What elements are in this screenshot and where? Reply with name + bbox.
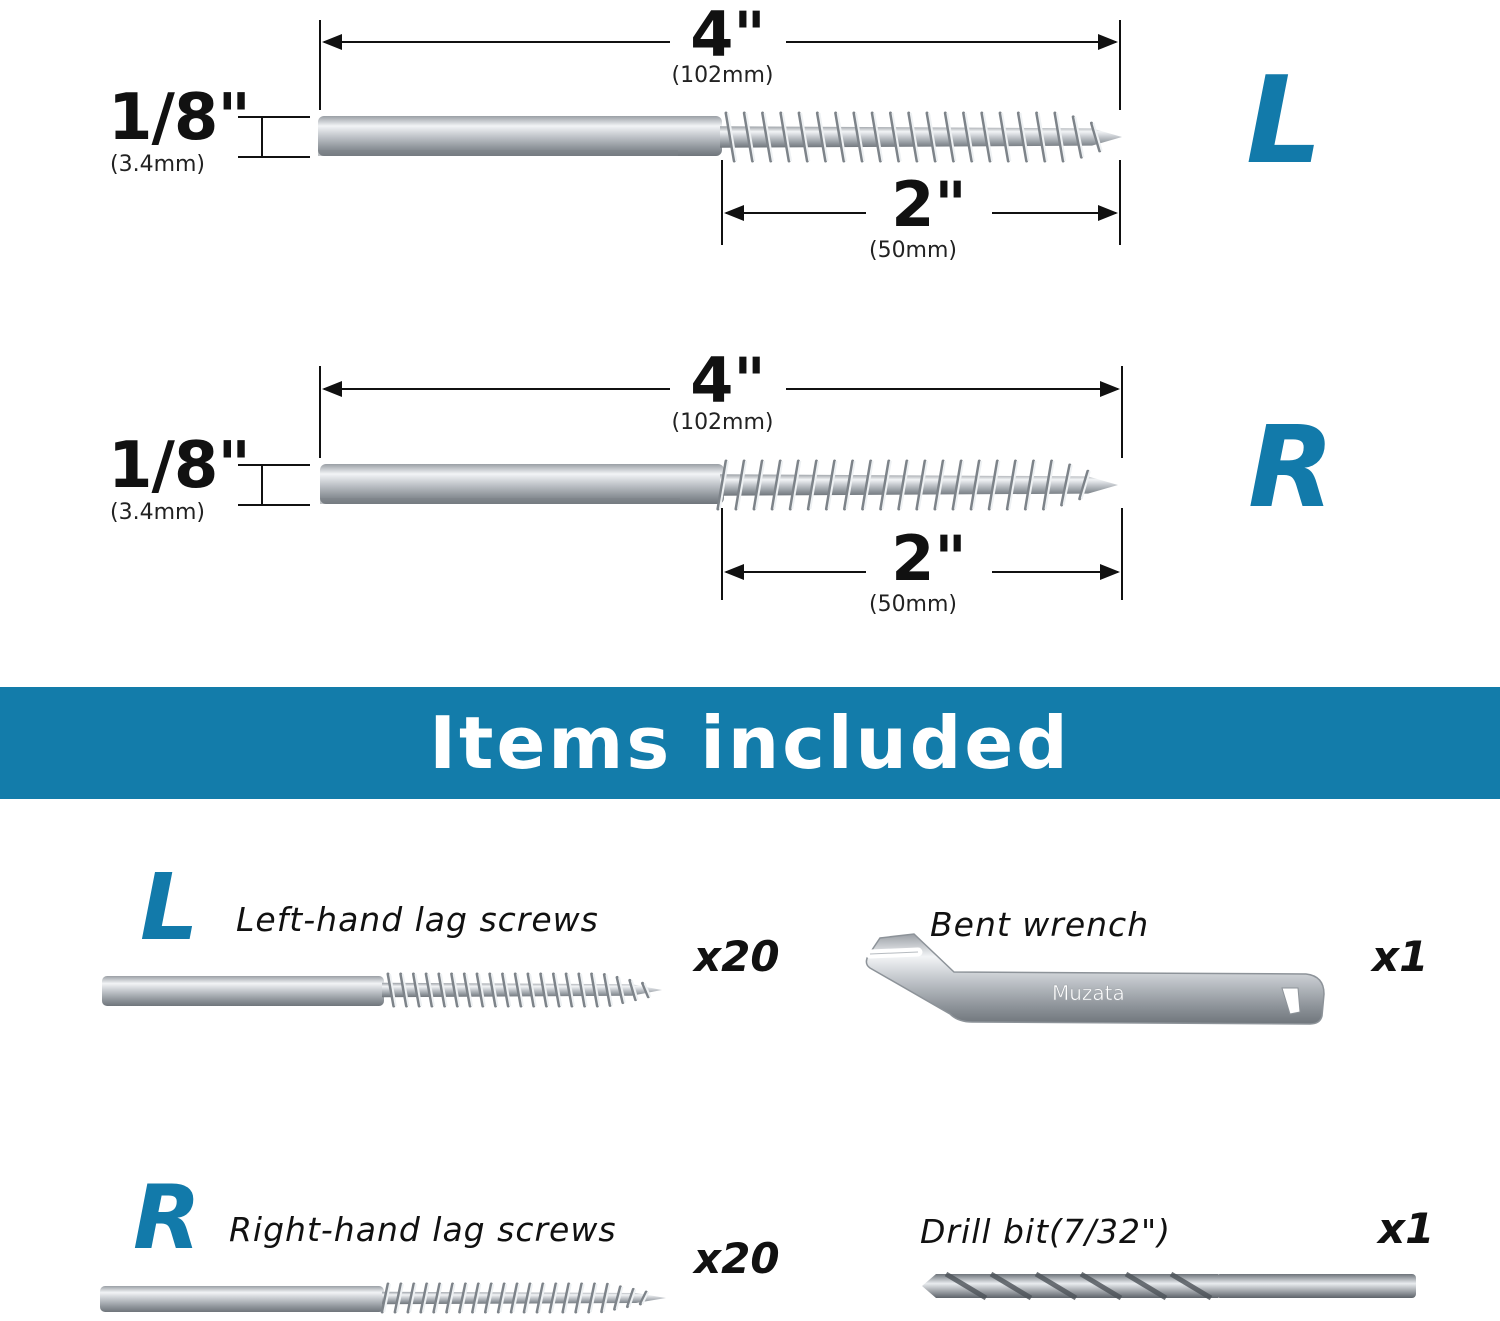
- item-right-hand-name: Right-hand lag screws: [229, 1210, 617, 1249]
- screw-l-thread-length: 2": [866, 174, 992, 236]
- screw-l-thread-length-mm: (50mm): [868, 238, 958, 263]
- screw-r-diameter: 1/8": [108, 429, 251, 503]
- screw-l-total-length-mm: (102mm): [671, 63, 774, 88]
- screw-l-diameter-mm: (3.4mm): [110, 152, 206, 177]
- item-bent-wrench-qty: x1: [1372, 932, 1429, 981]
- screw-r-total-length: 4": [670, 350, 786, 412]
- right-hand-lag-screw-thumbnail: [100, 1282, 666, 1314]
- item-bent-wrench-name: Bent wrench: [930, 905, 1150, 944]
- screw-l-total-length: 4": [670, 4, 786, 66]
- screw-r-total-length-mm: (102mm): [671, 410, 774, 435]
- item-left-hand-qty: x20: [694, 932, 780, 981]
- banner-title: Items included: [429, 701, 1071, 785]
- screw-l-diagram: 4" (102mm) 2" (50mm) 1/8" (3.4mm) L: [0, 0, 1500, 320]
- item-right-hand-badge: R: [133, 1166, 201, 1269]
- items-included-banner: Items included: [0, 687, 1500, 799]
- drill-bit-image: [922, 1271, 1416, 1301]
- item-left-hand-badge: L: [140, 854, 199, 961]
- screw-l-label: L: [1246, 52, 1323, 191]
- screw-r-diagram: 4" (102mm) 2" (50mm) 1/8" (3.4mm) R: [0, 340, 1500, 640]
- screw-r-diameter-mm: (3.4mm): [110, 500, 206, 525]
- item-drill-bit: Drill bit(7/32") x1: [850, 1160, 1470, 1321]
- item-left-hand-name: Left-hand lag screws: [236, 900, 599, 939]
- wrench-engraving: Muzata: [1052, 981, 1125, 1005]
- right-hand-lag-screw-image: [320, 459, 1118, 511]
- screw-l-diameter: 1/8": [108, 81, 251, 155]
- item-drill-bit-qty: x1: [1378, 1204, 1435, 1253]
- item-right-hand-screws: R Right-hand lag screws x20: [0, 1160, 790, 1321]
- item-drill-bit-name: Drill bit(7/32"): [920, 1212, 1172, 1251]
- screw-r-label: R: [1248, 403, 1335, 533]
- screw-r-thread-length-mm: (50mm): [868, 592, 958, 617]
- screw-r-thread-length: 2": [866, 528, 992, 590]
- left-hand-lag-screw-image: [318, 111, 1122, 163]
- item-bent-wrench: Bent wrench x1 Muzata: [850, 800, 1470, 1050]
- item-left-hand-screws: L Left-hand lag screws x20: [0, 800, 790, 1050]
- left-hand-lag-screw-thumbnail: [102, 972, 662, 1008]
- item-right-hand-qty: x20: [694, 1234, 780, 1283]
- bent-wrench-image: Muzata: [865, 933, 1325, 1025]
